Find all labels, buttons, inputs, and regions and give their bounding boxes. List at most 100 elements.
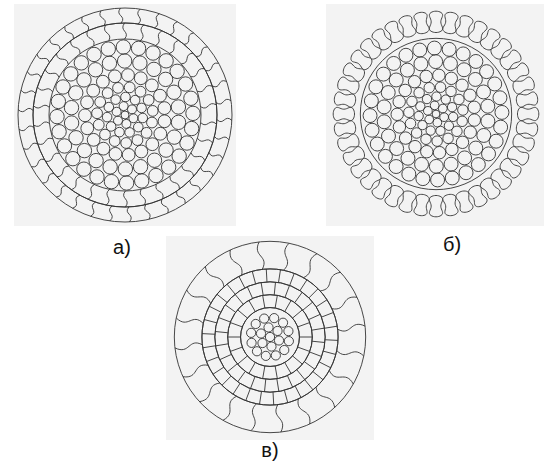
shaped-wire [343,63,364,81]
round-wire [88,63,102,77]
keystone-joint [309,289,318,298]
z-wire-joint [216,99,231,104]
round-wire [122,119,131,128]
round-wire [119,176,133,190]
z-wire-joint [45,69,59,77]
round-wire [146,138,159,151]
round-wire [261,351,270,360]
z-wire-joint [191,153,205,161]
z-wire-joint [19,126,34,131]
locked-coil-section [18,8,232,222]
round-wire [468,114,480,126]
z-wire-joint [21,90,36,93]
round-wire [252,347,261,356]
round-wire [256,329,265,338]
figure-letter: б) [443,233,461,255]
round-wire [364,94,378,108]
round-wire [121,111,129,119]
keystone-joint [238,310,248,318]
round-wire [265,332,274,341]
round-wire [404,107,414,117]
round-wire [370,137,384,151]
round-wire [258,338,267,347]
round-wire [369,80,383,94]
round-wire [399,132,411,144]
z-wire-joint [71,177,80,190]
keystone-joint [216,344,229,346]
round-wire [125,128,135,138]
z-wire-joint [191,69,205,77]
z-wire-joint [206,63,219,71]
round-wire [435,82,445,92]
photo-ground [166,236,374,440]
round-wire [421,145,433,157]
round-wire [131,41,145,55]
round-wire [247,328,256,337]
z-wire-joint [298,399,310,424]
z-wire-joint [201,104,217,108]
round-wire [469,54,483,68]
round-wire [389,73,403,87]
round-wire [432,92,441,101]
round-wire [363,109,377,123]
z-wire-joint [316,387,335,407]
round-wire [414,111,423,120]
z-wire-joint [176,318,203,323]
round-wire [69,86,83,100]
round-wire [446,86,456,96]
round-wire [184,91,198,105]
z-wire-joint [257,242,264,269]
z-wire-joint [156,31,162,46]
keystone-joint [300,280,307,291]
keystone-joint [204,320,216,323]
z-wire-joint [88,185,94,200]
shaped-wire [456,191,473,212]
keystone-joint [261,283,263,296]
z-wire-joint [140,25,143,41]
round-wire [87,47,101,61]
keystone-joint [263,366,265,379]
round-wire [134,72,147,85]
round-wire [90,170,104,184]
round-wire [133,160,147,174]
round-wire [121,92,131,102]
ring-line [18,8,232,222]
z-wire-joint [212,81,226,87]
round-wire [146,46,160,60]
round-wire [381,86,395,100]
round-wire [57,139,71,153]
z-wire-joint [214,136,229,139]
round-wire [445,171,459,185]
round-wire [480,65,494,79]
round-wire [457,63,471,77]
z-wire-joint [156,184,163,199]
z-wire-joint [27,71,41,77]
shaped-wire [372,178,392,199]
keystone-joint [213,367,224,374]
round-wire [137,103,147,113]
round-wire [170,64,184,78]
keystone-joint [304,362,314,370]
round-wire [184,121,198,135]
z-wire-joint [57,166,69,177]
z-wire-joint [205,267,224,287]
round-wire [101,42,115,56]
round-wire [414,57,428,71]
z-wire-joint [34,122,50,126]
round-wire [442,42,456,56]
round-wire [104,174,118,188]
ring-line [49,39,201,191]
keystone-joint [228,337,241,338]
z-wire-joint [37,54,49,63]
keystone-joint [215,331,228,332]
keystone-joint [321,312,333,317]
round-wire [132,135,143,146]
shaped-wire [469,21,487,42]
round-wire [408,75,420,87]
ring-line [241,308,300,367]
ring-line [215,282,325,392]
keystone-joint [303,302,313,310]
round-wire [159,54,173,68]
keystone-joint [217,294,227,302]
z-wire-joint [170,22,177,35]
